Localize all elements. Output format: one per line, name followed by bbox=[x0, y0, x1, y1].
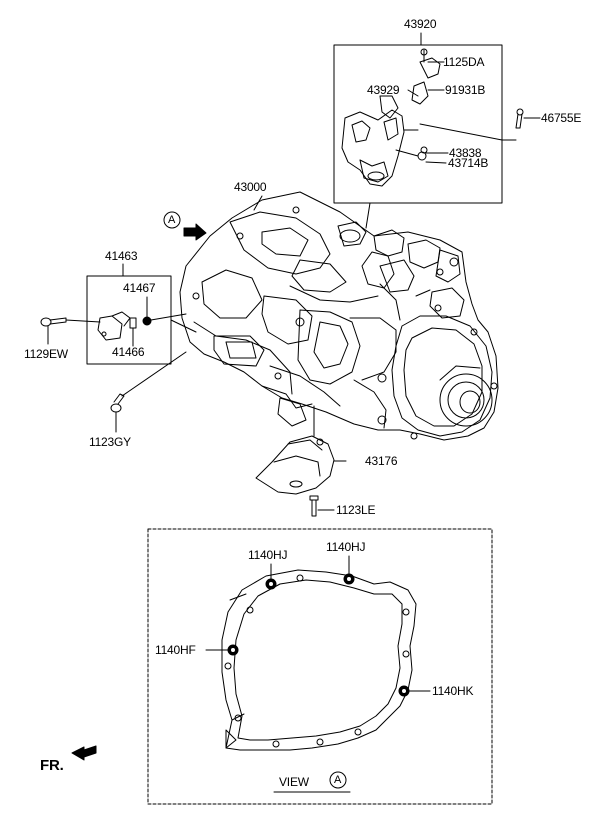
speed-sensor bbox=[97, 311, 131, 341]
label-43714B: 43714B bbox=[448, 156, 489, 170]
leader-46755E bbox=[419, 123, 517, 141]
leader-sensor-to-case-2 bbox=[170, 319, 197, 333]
label-41466: 41466 bbox=[112, 345, 145, 359]
view-marker-circle-letter: A bbox=[334, 774, 342, 786]
leader-bracket-to-case bbox=[365, 202, 371, 229]
label-1140HK: 1140HK bbox=[432, 684, 474, 698]
label-43176: 43176 bbox=[365, 454, 398, 468]
bolt-1123LE bbox=[309, 495, 319, 517]
shift-cable-bracket bbox=[341, 48, 441, 187]
view-label: VIEW bbox=[279, 775, 309, 789]
seal-41467 bbox=[142, 316, 152, 326]
leader-1129EW-to-sensor bbox=[65, 319, 101, 323]
leader-sensor-to-case bbox=[150, 313, 187, 321]
bolt-46755E bbox=[515, 108, 524, 129]
bolt-1129EW bbox=[40, 317, 67, 327]
label-1140HJ-b: 1140HJ bbox=[326, 540, 366, 554]
view-a-marker-letter: A bbox=[168, 214, 176, 226]
leader-43000 bbox=[253, 195, 263, 211]
label-1129EW: 1129EW bbox=[24, 347, 68, 361]
o-ring-41466 bbox=[129, 317, 137, 329]
view-a-marker bbox=[163, 211, 181, 229]
label-1125DA: 1125DA bbox=[443, 55, 485, 69]
label-1123GY: 1123GY bbox=[89, 435, 131, 449]
label-43000: 43000 bbox=[234, 180, 267, 194]
label-1123LE: 1123LE bbox=[336, 503, 376, 517]
clutch-housing-gasket-face bbox=[221, 569, 417, 751]
leader-1123GY-to-case bbox=[121, 351, 187, 397]
front-arrow-icon bbox=[71, 745, 97, 761]
leader-43929 bbox=[407, 89, 419, 97]
label-41467: 41467 bbox=[123, 281, 156, 295]
bolt-1123GY bbox=[110, 393, 125, 413]
transaxle-assembly bbox=[179, 191, 499, 441]
front-label: FR. bbox=[40, 757, 64, 774]
label-43838: 43838 bbox=[449, 146, 482, 160]
label-43920: 43920 bbox=[404, 17, 437, 31]
leader-43714B bbox=[425, 161, 447, 164]
view-marker-circle bbox=[329, 771, 347, 789]
label-43929: 43929 bbox=[367, 83, 400, 97]
label-91931B: 91931B bbox=[445, 83, 486, 97]
shift-bracket-group-box bbox=[333, 44, 503, 204]
view-a-box bbox=[147, 528, 493, 805]
label-1140HJ-a: 1140HJ bbox=[248, 548, 288, 562]
view-a-arrow bbox=[183, 223, 207, 241]
label-46755E: 46755E bbox=[541, 111, 582, 125]
mounting-bracket-43176 bbox=[255, 435, 335, 495]
label-1140HF: 1140HF bbox=[155, 643, 196, 657]
label-41463: 41463 bbox=[105, 249, 138, 263]
